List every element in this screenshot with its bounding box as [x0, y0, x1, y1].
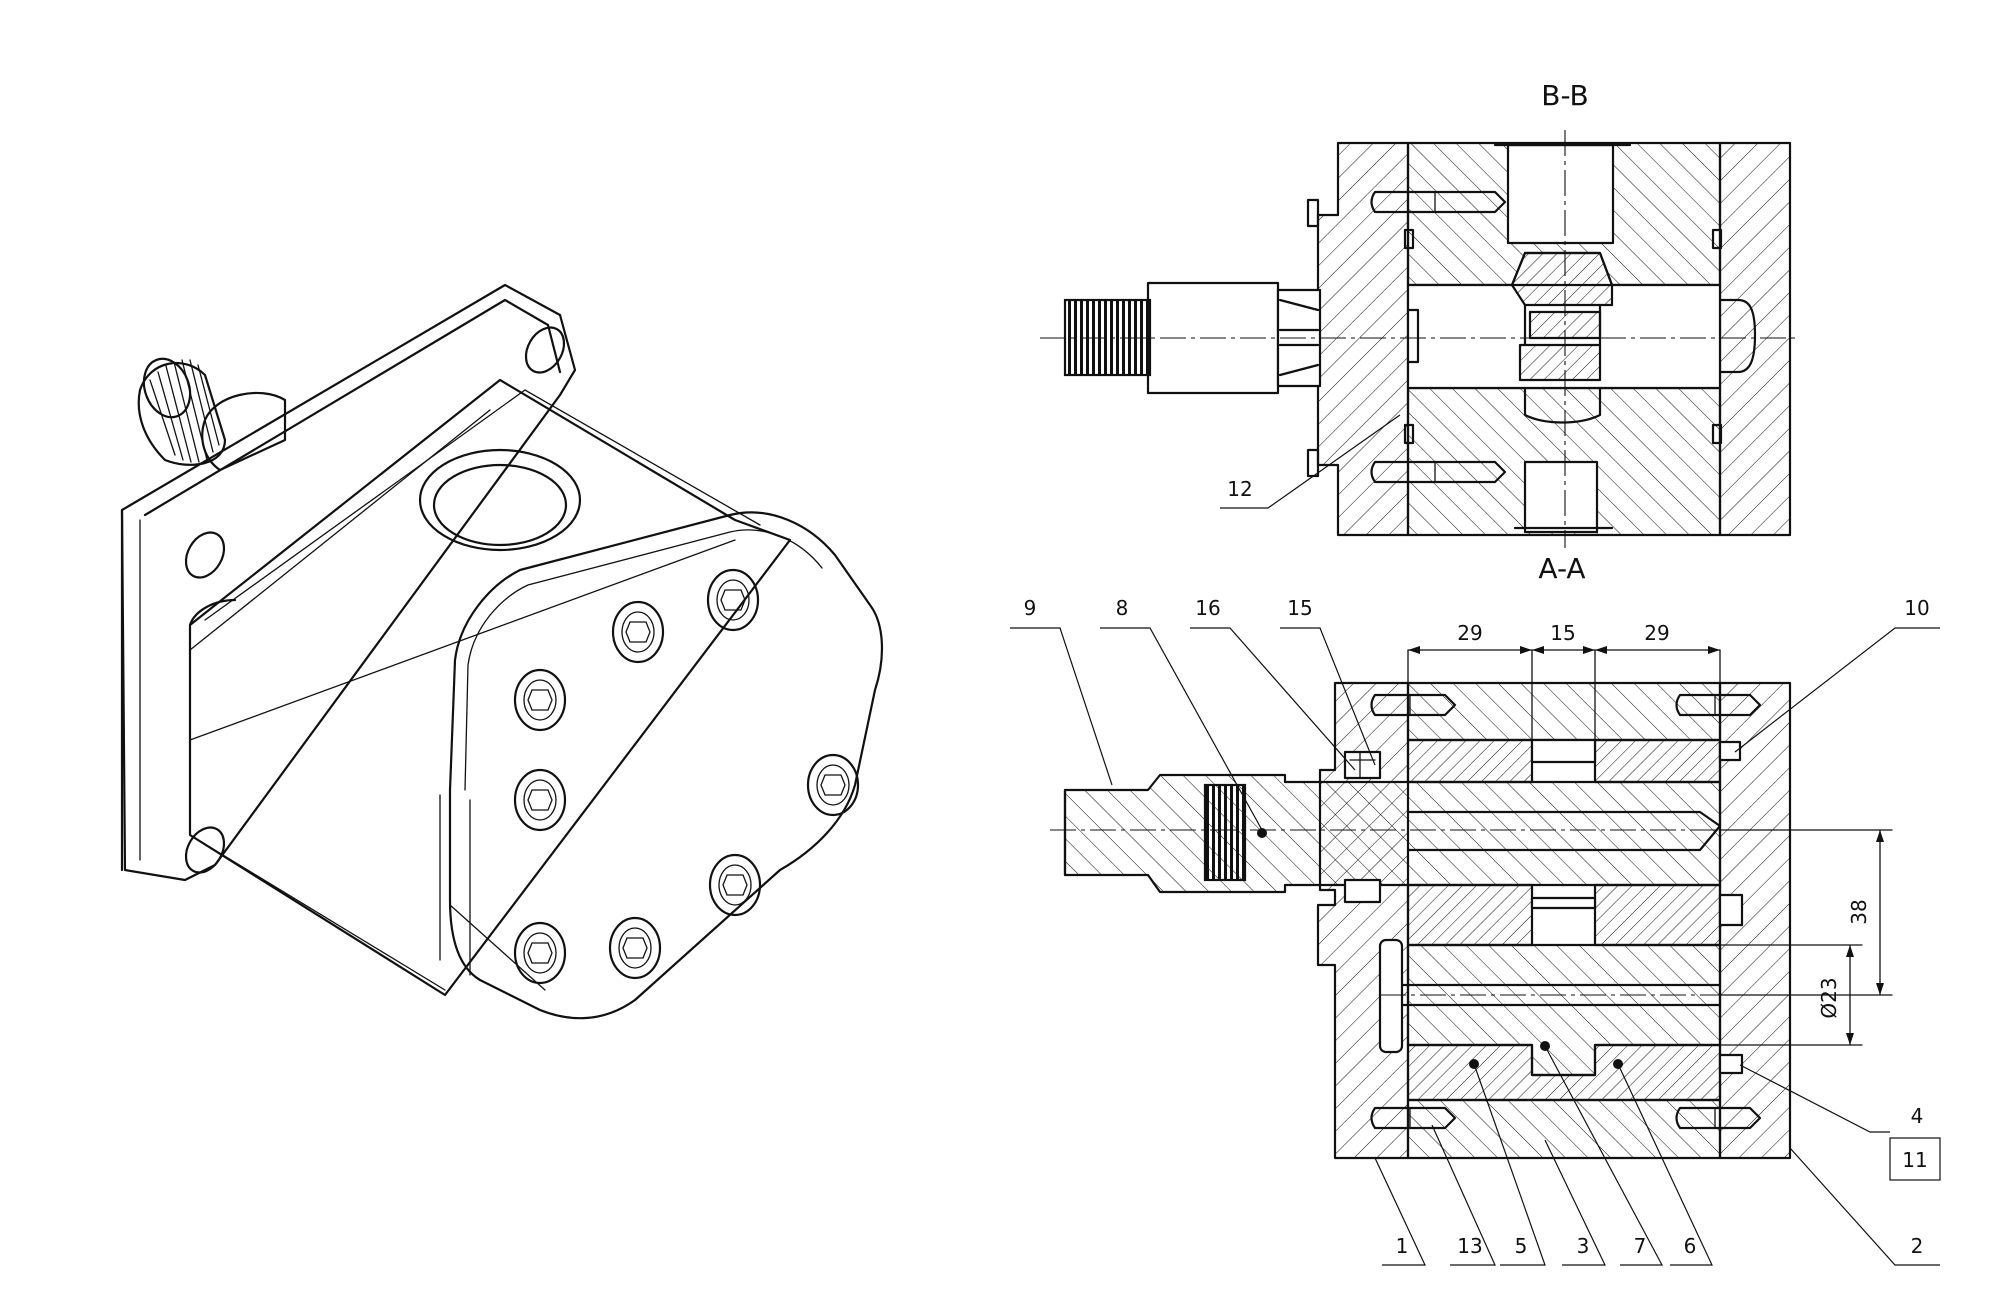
bb-dowel-top — [1370, 190, 1507, 214]
balloon-9: 9 — [1024, 596, 1037, 620]
iso-cap-screw-7 — [513, 921, 567, 985]
iso-spline — [137, 361, 227, 466]
dim-15: 15 — [1550, 621, 1575, 645]
balloon-16: 16 — [1195, 596, 1220, 620]
dim-38: 38 — [1847, 899, 1871, 924]
bb-gear-upper — [1510, 251, 1614, 307]
aa-bushing-top-right — [1593, 738, 1722, 784]
aa-body-bottom — [1406, 1098, 1722, 1160]
bb-port-top — [1506, 143, 1615, 245]
balloon-4: 4 — [1911, 1104, 1924, 1128]
dim-diameter-23: Ø23 — [1817, 977, 1841, 1018]
aa-dowel-2 — [1675, 693, 1762, 717]
aa-seal-15-16 — [1343, 750, 1382, 780]
section-title-aa: A-A — [1538, 552, 1585, 585]
dim-29-right: 29 — [1644, 621, 1669, 645]
iso-body — [188, 378, 792, 997]
isometric-view — [120, 283, 883, 1020]
aa-dowel-3 — [1370, 1106, 1457, 1130]
bb-front-flange — [1316, 141, 1410, 537]
balloon-13: 13 — [1457, 1234, 1482, 1258]
dim-29-left: 29 — [1457, 621, 1482, 645]
iso-cap-screw-2 — [706, 568, 760, 632]
iso-cap-screw-6 — [708, 853, 762, 917]
aa-bushing-mid-right — [1593, 883, 1722, 947]
balloon-11: 11 — [1902, 1148, 1927, 1172]
balloon-3: 3 — [1577, 1234, 1590, 1258]
balloon-10: 10 — [1904, 596, 1929, 620]
iso-cap-screw-4 — [806, 753, 860, 817]
balloon-7: 7 — [1634, 1234, 1647, 1258]
balloon-12: 12 — [1227, 477, 1252, 501]
iso-flange-hole-bottom — [184, 826, 226, 874]
balloon-1: 1 — [1396, 1234, 1409, 1258]
iso-flange-hole-top — [524, 326, 566, 374]
balloon-2: 2 — [1911, 1234, 1924, 1258]
iso-cap-screw-3 — [513, 668, 567, 732]
aa-bushing-bottom — [1406, 1043, 1722, 1102]
iso-port-outer — [418, 448, 582, 552]
iso-port-inner — [432, 463, 568, 547]
iso-flange-hole-left — [184, 531, 226, 579]
aa-seal-lower — [1343, 878, 1382, 904]
bb-port-bottom — [1523, 460, 1599, 534]
balloon-6: 6 — [1684, 1234, 1697, 1258]
iso-rear-cover — [448, 511, 883, 1020]
balloon-8: 8 — [1116, 596, 1129, 620]
iso-flange — [120, 283, 577, 882]
aa-bushing-top-left — [1406, 738, 1534, 784]
balloon-5: 5 — [1515, 1234, 1528, 1258]
section-bb: B-B — [1040, 79, 1795, 548]
section-title-bb: B-B — [1541, 79, 1589, 112]
aa-dowel-4 — [1675, 1106, 1762, 1130]
aa-body-top — [1406, 681, 1722, 742]
aa-drive-shaft — [1063, 773, 1722, 894]
balloon-15: 15 — [1287, 596, 1312, 620]
bb-dowel-bottom — [1370, 460, 1507, 484]
iso-cap-screw-8 — [608, 916, 662, 980]
iso-cap-screw-1 — [611, 600, 665, 664]
aa-dowel-1 — [1370, 693, 1457, 717]
aa-bushing-mid-left — [1406, 883, 1534, 947]
balloon-11-box — [1889, 1137, 1941, 1181]
section-aa: A-A — [1010, 552, 1941, 1266]
iso-cap-screw-5 — [513, 768, 567, 832]
